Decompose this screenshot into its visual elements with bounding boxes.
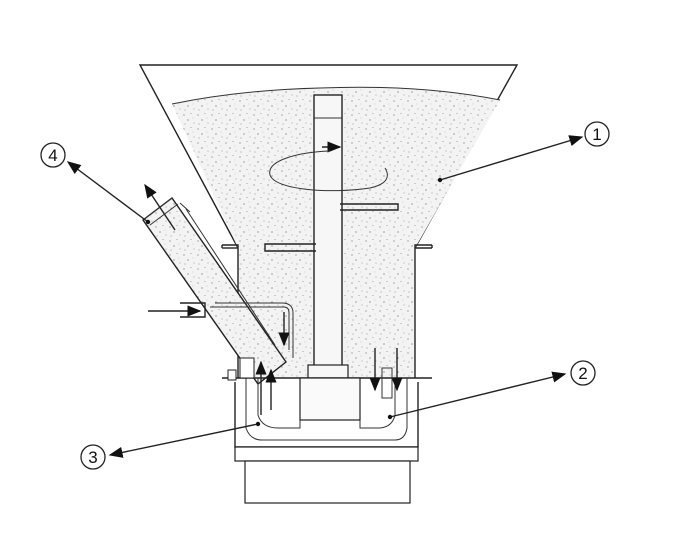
callout-2-label: 2 — [578, 364, 587, 383]
callout-3-label: 3 — [88, 448, 97, 467]
callout-1: 1 — [584, 121, 610, 147]
leader-lines — [66, 135, 584, 458]
callout-1-label: 1 — [592, 125, 601, 144]
central-shaft — [307, 94, 349, 381]
inclined-tube — [142, 183, 287, 386]
side-inlet — [148, 302, 294, 358]
callout-4: 4 — [40, 142, 66, 168]
paddles — [264, 203, 399, 252]
callout-2: 2 — [570, 360, 596, 386]
callout-3: 3 — [80, 444, 106, 470]
bottom-trough — [222, 348, 432, 504]
rotation-indicator — [269, 150, 388, 192]
callout-4-label: 4 — [48, 146, 57, 165]
